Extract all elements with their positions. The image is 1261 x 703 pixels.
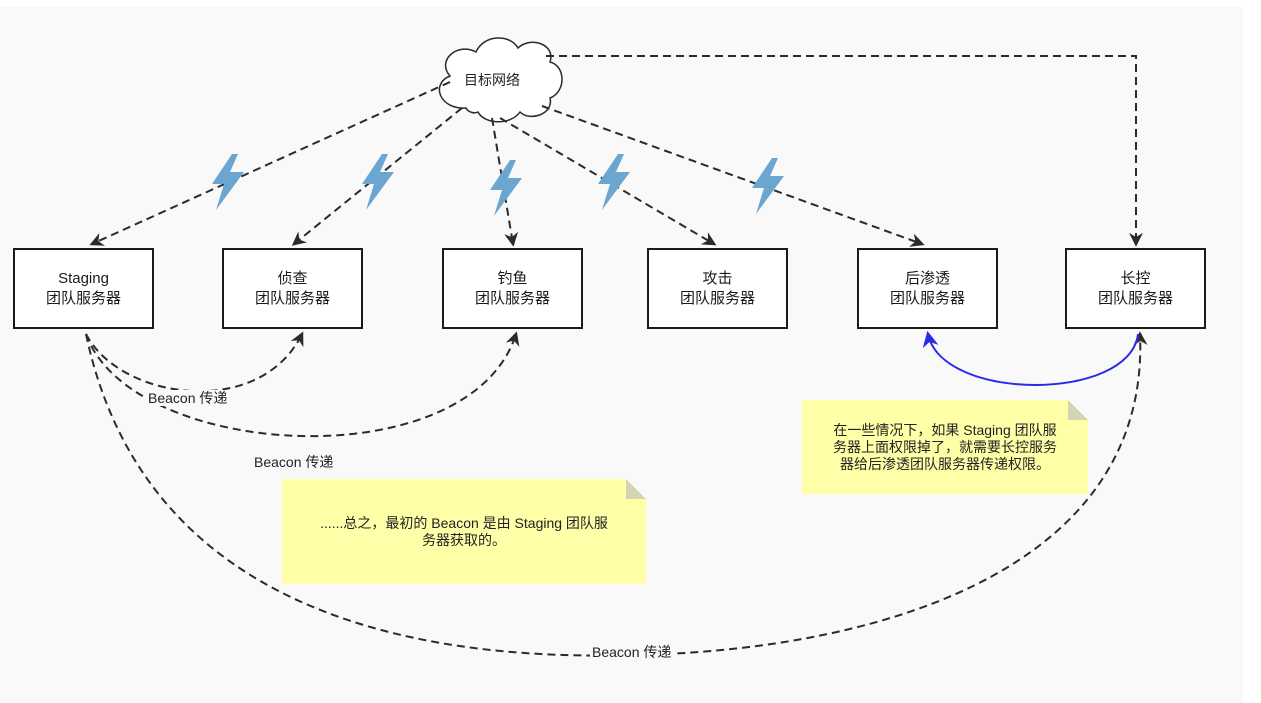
diagram-background <box>0 7 1243 703</box>
server-name: 钓鱼 <box>497 269 528 287</box>
lightning-icon <box>752 158 784 214</box>
edge-cloud-phishing <box>491 117 519 247</box>
server-recon: 侦查 团队服务器 <box>222 248 363 329</box>
lightning-icon <box>212 154 244 210</box>
lightning-icon <box>598 154 630 210</box>
server-name: Staging <box>58 269 109 287</box>
server-role: 团队服务器 <box>1097 289 1173 307</box>
edge-beacon-phishing <box>85 331 520 437</box>
server-role: 团队服务器 <box>254 289 330 307</box>
note-right-line3: 器给后渗透团队服务器传递权限。 <box>840 455 1050 472</box>
note-left-line2: 务器获取的。 <box>422 531 506 548</box>
note-fold-icon <box>626 479 646 499</box>
server-name: 攻击 <box>702 269 733 287</box>
server-role: 团队服务器 <box>889 289 965 307</box>
server-postex: 后渗透 团队服务器 <box>857 248 998 329</box>
note-left: ......总之，最初的 Beacon 是由 Staging 团队服 务器获取的… <box>282 479 646 584</box>
edge-longhaul-postex <box>922 330 1139 386</box>
edge-cloud-longhaul <box>546 55 1143 247</box>
note-fold-icon <box>1068 400 1088 420</box>
beacon-label-phishing: Beacon 传递 <box>252 454 336 470</box>
server-longhaul: 长控 团队服务器 <box>1065 248 1206 329</box>
edge-cloud-postex <box>541 105 925 247</box>
cloud-label: 目标网络 <box>464 72 520 88</box>
note-right-line1: 在一些情况下，如果 Staging 团队服 <box>833 421 1057 438</box>
note-right-line2: 务器上面权限掉了，就需要长控服务 <box>833 438 1057 455</box>
note-left-line1: ......总之，最初的 Beacon 是由 Staging 团队服 <box>320 514 608 531</box>
server-name: 侦查 <box>277 269 308 287</box>
lightning-icon <box>490 160 522 216</box>
server-role: 团队服务器 <box>474 289 550 307</box>
lightning-icon <box>362 154 394 210</box>
server-name: 长控 <box>1120 269 1151 287</box>
note-right: 在一些情况下，如果 Staging 团队服 务器上面权限掉了，就需要长控服务 器… <box>802 400 1088 494</box>
beacon-label-longhaul: Beacon 传递 <box>590 644 674 660</box>
server-attack: 攻击 团队服务器 <box>647 248 788 329</box>
server-role: 团队服务器 <box>679 289 755 307</box>
edge-beacon-recon <box>85 331 304 393</box>
cloud-icon <box>438 37 563 123</box>
server-role: 团队服务器 <box>45 289 121 307</box>
edge-cloud-staging <box>89 81 451 246</box>
server-name: 后渗透 <box>904 269 950 287</box>
beacon-label-recon: Beacon 传递 <box>146 390 230 406</box>
server-phishing: 钓鱼 团队服务器 <box>442 248 583 329</box>
server-staging: Staging 团队服务器 <box>13 248 154 329</box>
